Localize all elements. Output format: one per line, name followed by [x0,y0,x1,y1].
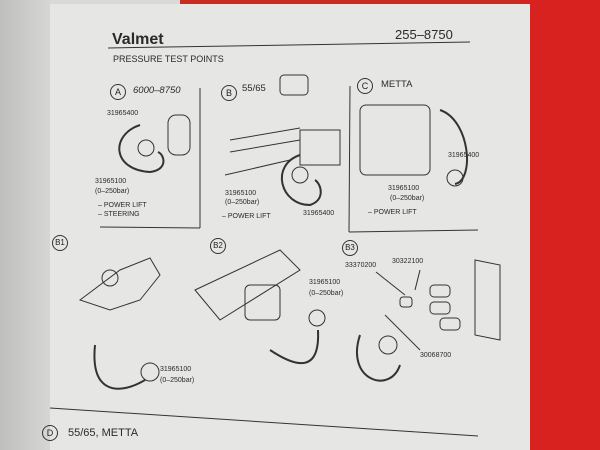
page-stack-edge [0,0,50,450]
panel-b3-part: 33370200 [345,262,377,269]
panel-c-use: – POWER LIFT [368,209,417,216]
panel-b-hose: 31965400 [303,210,335,217]
panel-b-range: (0–250bar) [225,199,260,206]
panel-b1-gauge: 31965100 [160,366,192,373]
panel-c-title: METTA [381,79,413,90]
panel-a-gauge: 31965100 [95,178,127,185]
panel-b3-part: 30322100 [392,258,424,265]
panel-b-title: 55/65 [242,83,266,94]
marker-b2: B2 [210,238,226,254]
marker-b3: B3 [342,240,358,256]
doc-number: 255–8750 [395,27,453,42]
panel-b-gauge: 31965100 [225,190,257,197]
panel-b2-gauge: 31965100 [309,279,341,286]
panel-a-use: – STEERING [98,211,140,218]
panel-b-use: – POWER LIFT [222,213,271,220]
panel-b3-part: 30068700 [420,352,452,359]
marker-b: B [221,85,237,101]
panel-a-use: – POWER LIFT [98,202,147,209]
panel-c-range: (0–250bar) [390,195,425,202]
panel-c-gauge: 31965100 [388,185,420,192]
panel-b1-range: (0–250bar) [160,377,195,384]
marker-b1: B1 [52,235,68,251]
panel-b2-range: (0–250bar) [309,290,344,297]
marker-d: D [42,425,58,441]
marker-a: A [110,84,126,100]
section-title: PRESSURE TEST POINTS [113,54,224,64]
binder-cover [520,0,600,450]
panel-a-range: (0–250bar) [95,188,130,195]
panel-d-title: 55/65, METTA [68,427,139,439]
brand-logo: Valmet [112,31,164,48]
panel-a-hose: 31965400 [107,110,139,117]
panel-a-title: 6000–8750 [133,85,181,96]
marker-c: C [357,78,373,94]
panel-c-hose: 31965400 [448,152,480,159]
